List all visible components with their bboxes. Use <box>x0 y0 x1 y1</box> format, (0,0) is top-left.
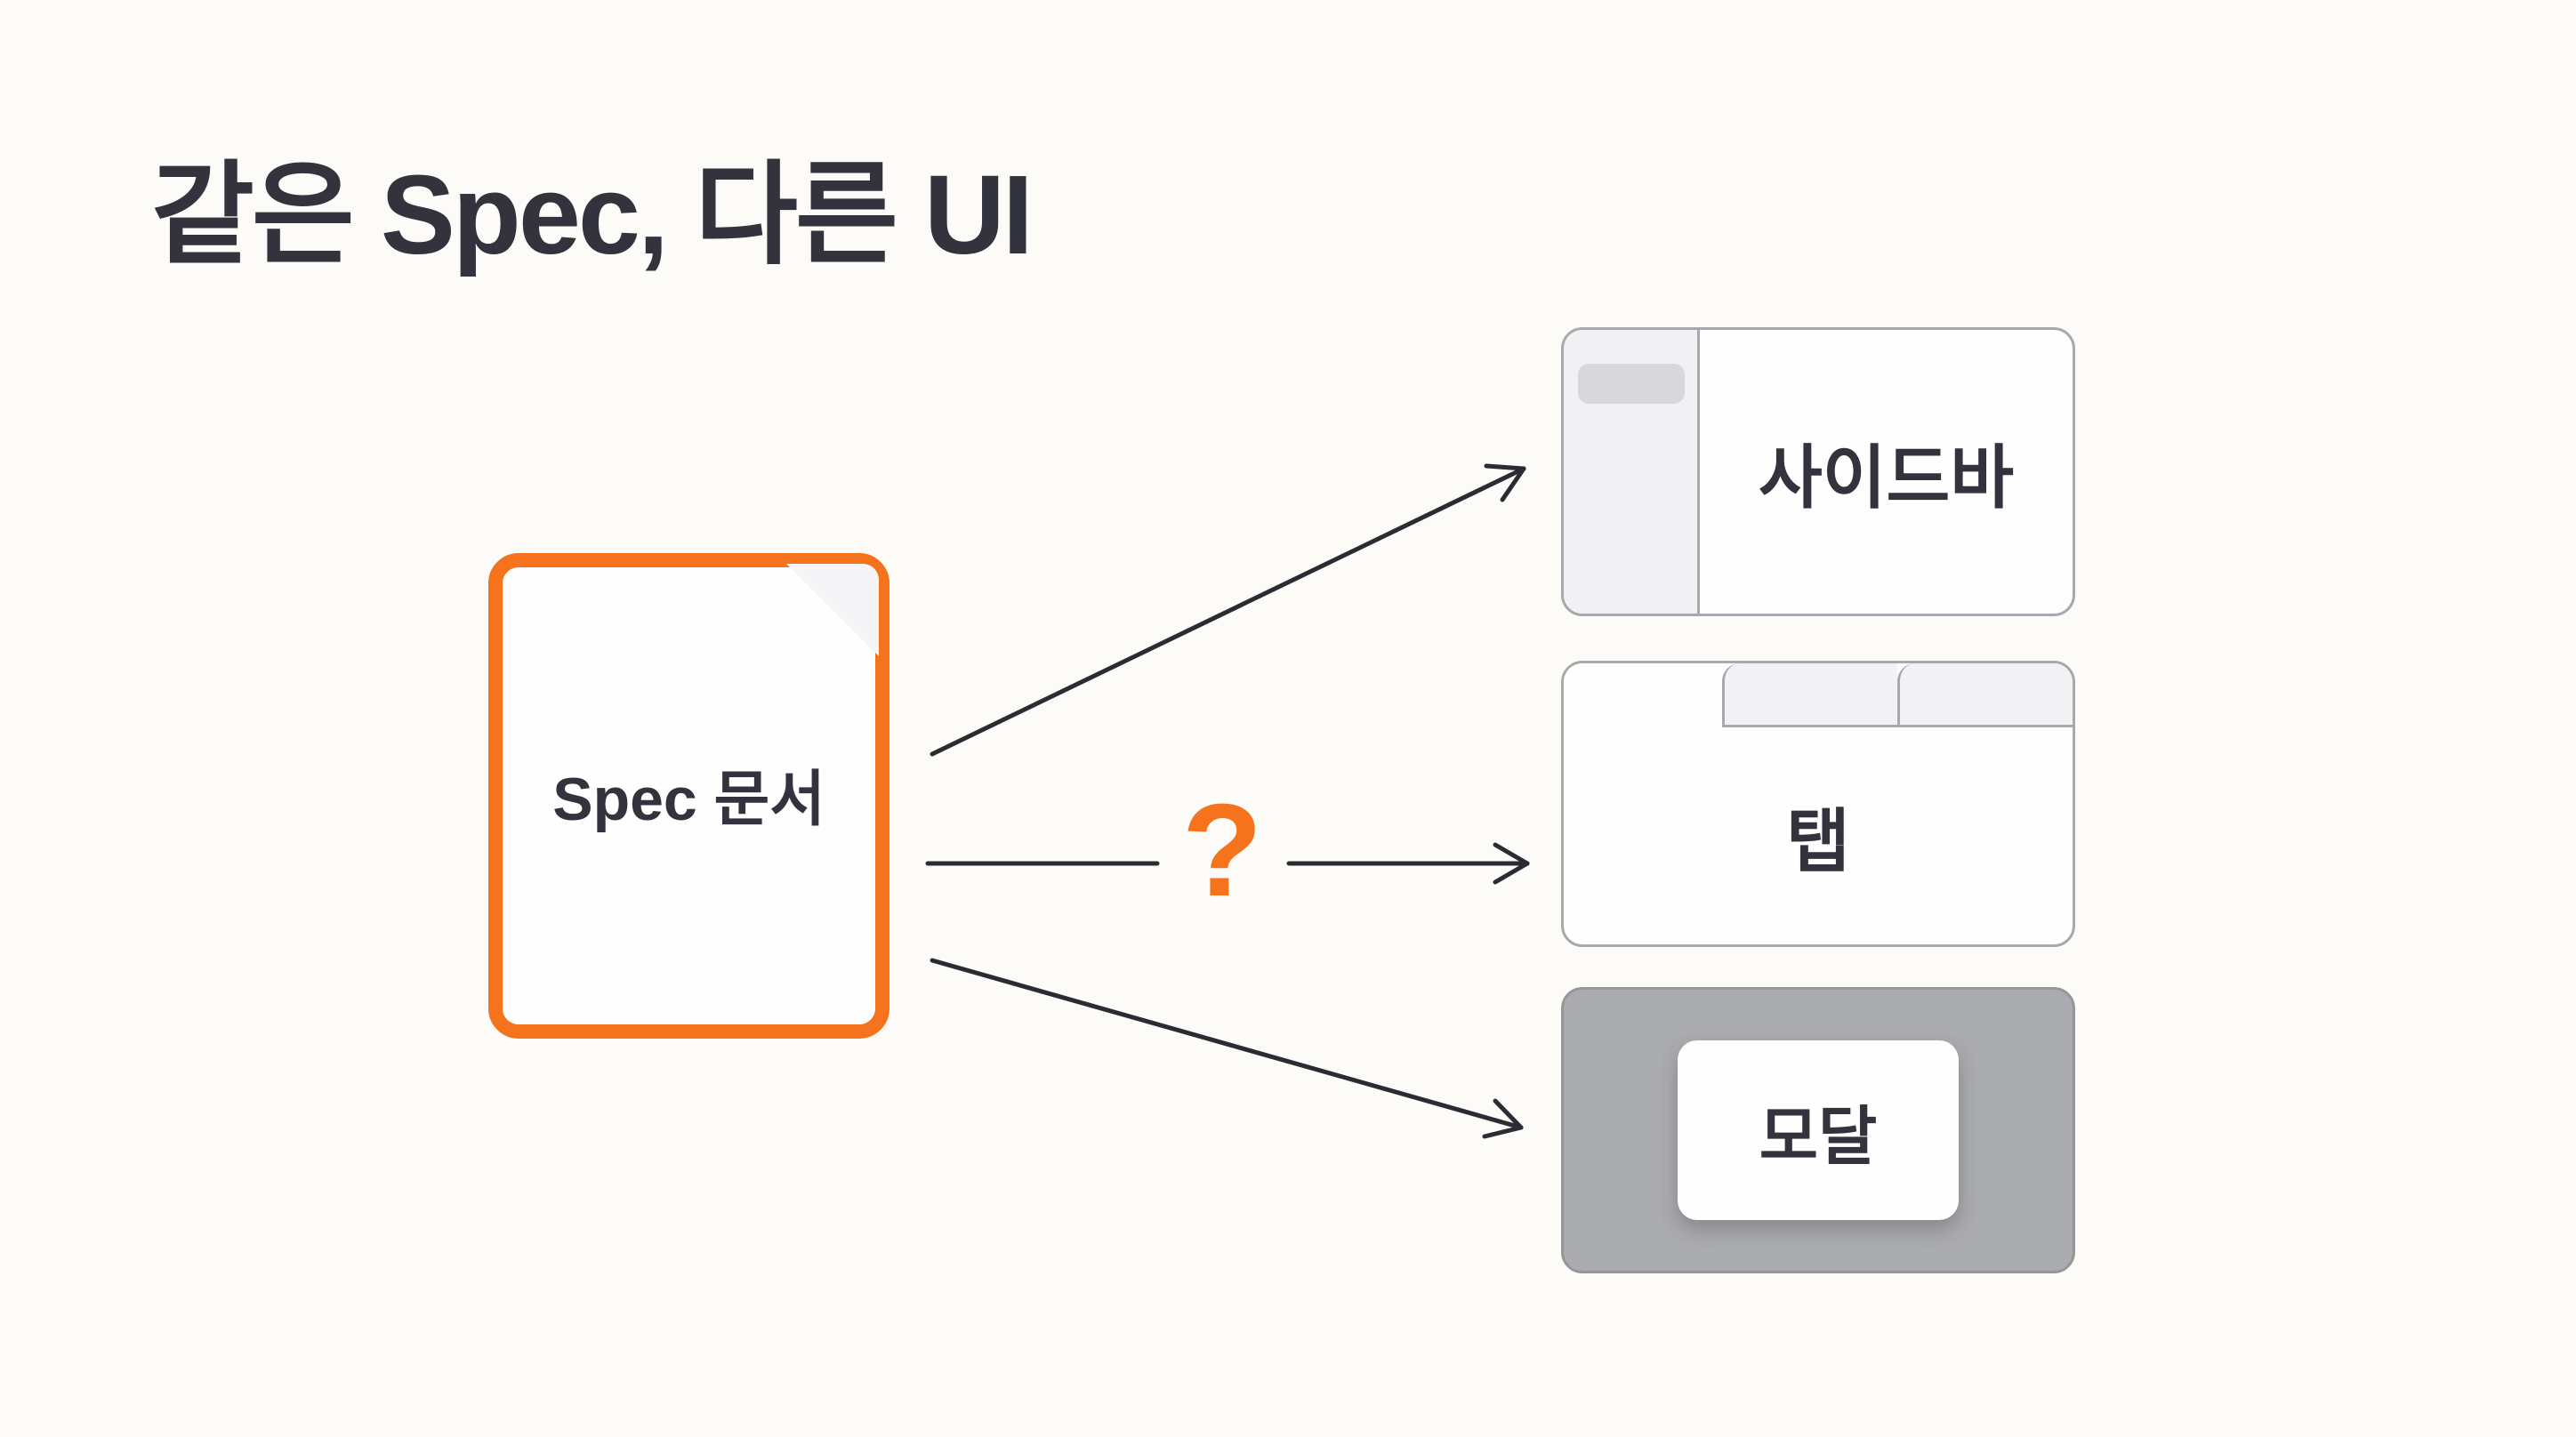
page-fold-icon <box>786 564 879 656</box>
tab-strip <box>1564 663 2073 727</box>
sidebar-nav-placeholder <box>1578 364 1685 404</box>
arrow-to-sidebar-icon <box>930 463 1526 757</box>
tab-inactive-2 <box>1897 663 2073 727</box>
sidebar-label: 사이드바 <box>1758 438 2015 517</box>
question-mark: ? <box>1181 777 1263 924</box>
tab-inactive-1 <box>1722 663 1897 727</box>
tab-preview: 탭 <box>1561 661 2075 947</box>
sidebar-preview: 사이드바 <box>1561 327 2075 616</box>
tab-label: 탭 <box>1786 802 1850 880</box>
modal-label: 모달 <box>1759 1101 1878 1173</box>
spec-document: Spec 문서 <box>488 553 890 1039</box>
tab-active <box>1564 663 1722 727</box>
modal-preview: 모달 <box>1561 987 2075 1273</box>
arrow-to-modal-icon <box>930 958 1524 1139</box>
sidebar-panel <box>1564 330 1700 614</box>
modal-window: 모달 <box>1678 1040 1959 1220</box>
tab-content-area: 탭 <box>1564 727 2073 944</box>
sidebar-content-area: 사이드바 <box>1700 330 2073 614</box>
page-title: 같은 Spec, 다른 UI <box>151 152 1034 277</box>
spec-document-label: Spec 문서 <box>552 765 825 833</box>
